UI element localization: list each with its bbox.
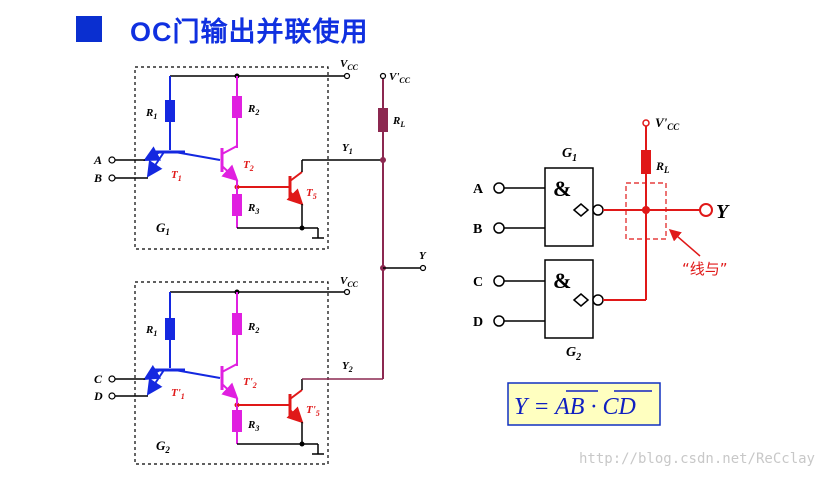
resistor-r2-2 xyxy=(232,313,242,335)
svg-text:R3: R3 xyxy=(247,202,259,216)
svg-text:RL: RL xyxy=(392,115,405,129)
svg-text:&: & xyxy=(553,268,571,293)
wired-and-label: “线与” xyxy=(682,260,728,278)
resistor-r3-2 xyxy=(232,410,242,432)
input-c-terminal xyxy=(108,375,116,383)
load-bus: V'CC RL Y xyxy=(378,71,427,379)
svg-text:B: B xyxy=(473,222,482,237)
svg-text:T'2: T'2 xyxy=(243,376,257,390)
svg-text:R1: R1 xyxy=(145,107,157,121)
svg-text:Y2: Y2 xyxy=(342,360,353,374)
resistor-r2 xyxy=(232,96,242,118)
gate-g2-box xyxy=(134,281,329,465)
svg-text:RL: RL xyxy=(655,159,670,175)
svg-text:T'5: T'5 xyxy=(306,404,320,418)
circuit-g2: VCC R1 T'1 C D R2 T'2 R3 xyxy=(93,275,383,465)
input-b-label: B xyxy=(93,171,102,185)
vcc1-label: V xyxy=(340,58,349,70)
resistor-r1 xyxy=(165,100,175,122)
svg-text:G1: G1 xyxy=(562,146,577,164)
input-a-terminal xyxy=(108,156,116,164)
svg-text:A: A xyxy=(473,182,484,197)
svg-text:G2: G2 xyxy=(156,438,170,455)
resistor-r1-2 xyxy=(165,318,175,340)
bus-y-label: Y xyxy=(419,250,427,262)
svg-text:C: C xyxy=(473,275,483,290)
resistor-r3 xyxy=(232,194,242,216)
page-title: OC门输出并联使用 xyxy=(130,17,369,47)
circuit-g1: VCC R1 T1 A B R2 T2 R3 xyxy=(93,58,383,250)
svg-text:V'CC: V'CC xyxy=(655,115,680,132)
gate-g1-box xyxy=(134,66,329,250)
svg-text:Y = AB · CD: Y = AB · CD xyxy=(514,394,636,420)
vcc1-terminal xyxy=(343,72,351,80)
resistor-rl-symbol xyxy=(641,150,651,174)
wired-and-box xyxy=(625,182,667,240)
gate-g2-label: G xyxy=(156,438,166,453)
input-d-label: D xyxy=(93,389,103,403)
svg-text:T1: T1 xyxy=(171,169,182,183)
svg-text:G1: G1 xyxy=(156,220,170,237)
svg-text:VCC: VCC xyxy=(340,275,359,289)
svg-text:R1: R1 xyxy=(145,324,157,338)
logic-output-y: Y xyxy=(716,201,730,223)
title-bullet xyxy=(76,16,102,42)
svg-text:Y1: Y1 xyxy=(342,142,353,156)
logic-symbol: G1 & A B & C D G2 V'CC RL Y “ xyxy=(473,115,730,363)
svg-text:G2: G2 xyxy=(566,345,581,363)
gate-g1-label: G xyxy=(156,220,166,235)
svg-text:D: D xyxy=(473,315,483,330)
input-d-terminal xyxy=(108,392,116,400)
input-b-terminal xyxy=(108,174,116,182)
svg-text:T'1: T'1 xyxy=(171,387,185,401)
svg-text:R2: R2 xyxy=(247,321,259,335)
formula-box: Y = AB · CD xyxy=(507,382,661,426)
gate-g2-symbol xyxy=(544,259,594,339)
svg-text:R3: R3 xyxy=(247,419,259,433)
watermark: http://blog.csdn.net/ReCclay xyxy=(578,451,815,467)
svg-text:R2: R2 xyxy=(247,103,259,117)
svg-text:T5: T5 xyxy=(306,187,317,201)
resistor-rl xyxy=(378,108,388,132)
svg-text:V'CC: V'CC xyxy=(389,71,411,85)
input-c-label: C xyxy=(94,372,103,386)
svg-text:VCC: VCC xyxy=(340,58,359,72)
input-a-label: A xyxy=(93,153,102,167)
svg-text:T2: T2 xyxy=(243,159,254,173)
svg-text:&: & xyxy=(553,176,571,201)
